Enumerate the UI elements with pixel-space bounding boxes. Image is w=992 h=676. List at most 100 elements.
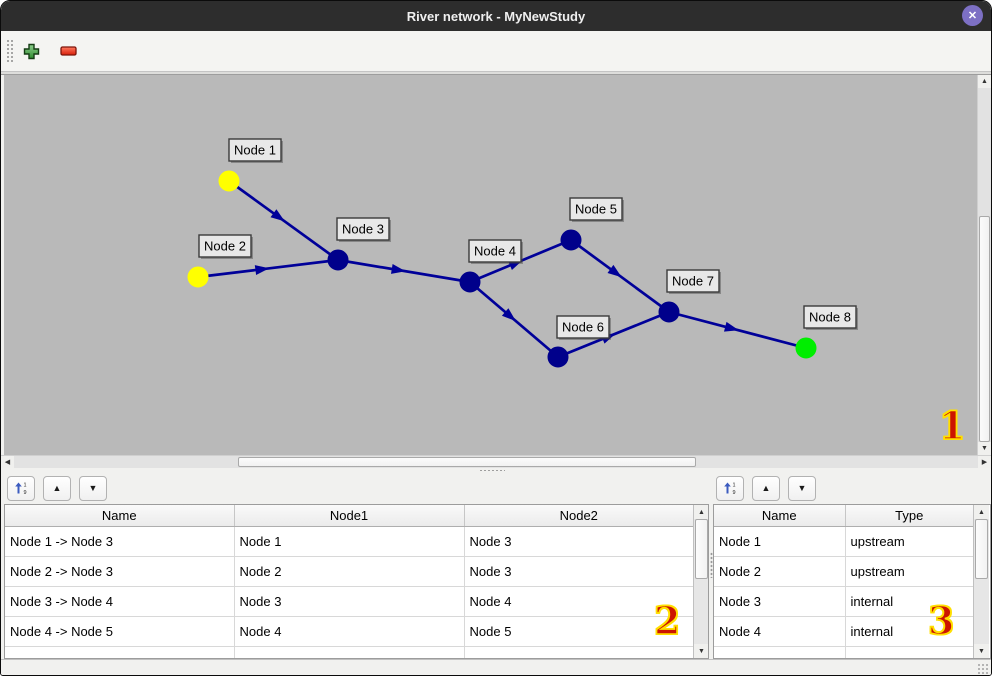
node-n5[interactable]	[560, 229, 582, 251]
node-n3[interactable]	[327, 249, 349, 271]
toolbar-drag-handle-icon[interactable]	[6, 39, 14, 63]
table-cell[interactable]: Node 2 -> Node 3	[5, 556, 235, 587]
scroll-down-icon[interactable]: ▼	[978, 442, 991, 455]
table-cell[interactable]: upstream	[845, 556, 973, 587]
resize-grip-icon[interactable]	[977, 663, 988, 674]
table-cell[interactable]: Node 2	[714, 556, 846, 587]
links-scroll-thumb[interactable]	[695, 519, 708, 579]
nodes-scroll-thumb[interactable]	[975, 519, 988, 579]
scroll-down-icon[interactable]: ▼	[694, 644, 708, 658]
add-button[interactable]	[21, 41, 41, 61]
sort-button[interactable]: 1 9	[716, 475, 744, 501]
edge-arrow-icon	[607, 264, 622, 278]
sort-button[interactable]: 1 9	[7, 475, 35, 501]
column-header[interactable]: Type	[845, 505, 973, 527]
horizontal-splitter[interactable]	[1, 468, 991, 472]
canvas-hscroll-thumb[interactable]	[238, 457, 696, 467]
toolbar-separator	[1, 71, 991, 75]
move-up-button[interactable]: ▲	[752, 475, 780, 501]
table-cell[interactable]: Node 4	[234, 616, 465, 647]
remove-button[interactable]	[58, 41, 78, 61]
table-cell[interactable]: upstream	[845, 526, 973, 557]
scroll-up-icon[interactable]: ▲	[974, 505, 989, 519]
close-button[interactable]: ✕	[962, 5, 983, 26]
minus-icon	[59, 46, 77, 56]
node-label-box[interactable]	[336, 217, 390, 241]
node-label-box[interactable]	[803, 305, 857, 329]
title-bar[interactable]: River network - MyNewStudy ✕	[1, 1, 991, 31]
table-cell[interactable]: Node 4	[464, 586, 693, 617]
move-down-button[interactable]: ▼	[79, 475, 107, 501]
table-cell[interactable]: Node 4	[714, 616, 846, 647]
table-cell[interactable]: Node 1	[714, 526, 846, 557]
nodes-table-scrollbar[interactable]: ▲ ▼	[973, 505, 989, 658]
table-cell	[234, 646, 465, 658]
node-label-box[interactable]	[198, 234, 252, 258]
table-cell[interactable]: Node 3	[714, 586, 846, 617]
table-cell[interactable]: Node 1	[234, 526, 465, 557]
column-header[interactable]: Node1	[234, 505, 465, 527]
scroll-up-icon[interactable]: ▲	[694, 505, 708, 519]
table-cell[interactable]: Node 5	[464, 616, 693, 647]
column-header[interactable]: Name	[714, 505, 846, 527]
move-up-button[interactable]: ▲	[43, 475, 71, 501]
links-table-scrollbar[interactable]: ▲ ▼	[693, 505, 708, 658]
splitter-handle-icon	[710, 552, 713, 578]
node-label: Node 5	[575, 202, 617, 217]
node-label: Node 4	[474, 244, 516, 259]
edge-arrow-icon	[391, 264, 406, 274]
table-cell	[845, 646, 973, 658]
table-cell[interactable]: internal	[845, 586, 973, 617]
node-label: Node 8	[809, 310, 851, 325]
node-n2[interactable]	[187, 266, 209, 288]
node-n1[interactable]	[218, 170, 240, 192]
node-label-box[interactable]	[228, 138, 282, 162]
node-label-box[interactable]	[556, 315, 610, 339]
node-n7[interactable]	[658, 301, 680, 323]
node-n6[interactable]	[547, 346, 569, 368]
table-cell	[714, 646, 846, 658]
vertical-splitter[interactable]	[709, 472, 713, 659]
table-cell[interactable]: Node 3	[464, 556, 693, 587]
node-n8[interactable]	[795, 337, 817, 359]
node-label-box[interactable]	[666, 269, 720, 293]
column-header[interactable]: Name	[5, 505, 235, 527]
node-label-box[interactable]	[468, 239, 522, 263]
canvas-horizontal-scrollbar[interactable]: ◀ ▶	[1, 455, 991, 468]
scroll-right-icon[interactable]: ▶	[978, 456, 991, 468]
node-label-box[interactable]	[569, 197, 623, 221]
table-cell[interactable]: internal	[845, 616, 973, 647]
node-label: Node 7	[672, 274, 714, 289]
node-n4[interactable]	[459, 271, 481, 293]
sort-icon: 1 9	[15, 482, 27, 495]
status-bar	[1, 659, 991, 675]
table-cell[interactable]: Node 3	[464, 526, 693, 557]
canvas-vscroll-thumb[interactable]	[979, 216, 990, 442]
scroll-up-icon[interactable]: ▲	[978, 75, 991, 88]
scroll-left-icon[interactable]: ◀	[1, 456, 14, 468]
node-label: Node 6	[562, 320, 604, 335]
table-cell[interactable]: Node 3	[234, 586, 465, 617]
close-icon: ✕	[967, 10, 978, 22]
move-down-button[interactable]: ▼	[788, 475, 816, 501]
column-header[interactable]: Node2	[464, 505, 693, 527]
table-cell[interactable]: Node 1 -> Node 3	[5, 526, 235, 557]
scroll-down-icon[interactable]: ▼	[974, 644, 989, 658]
table-cell[interactable]: Node 3 -> Node 4	[5, 586, 235, 617]
canvas-vertical-scrollbar[interactable]: ▲ ▼	[977, 75, 991, 455]
table-cell[interactable]: Node 4 -> Node 5	[5, 616, 235, 647]
table-cell[interactable]: Node 2	[234, 556, 465, 587]
